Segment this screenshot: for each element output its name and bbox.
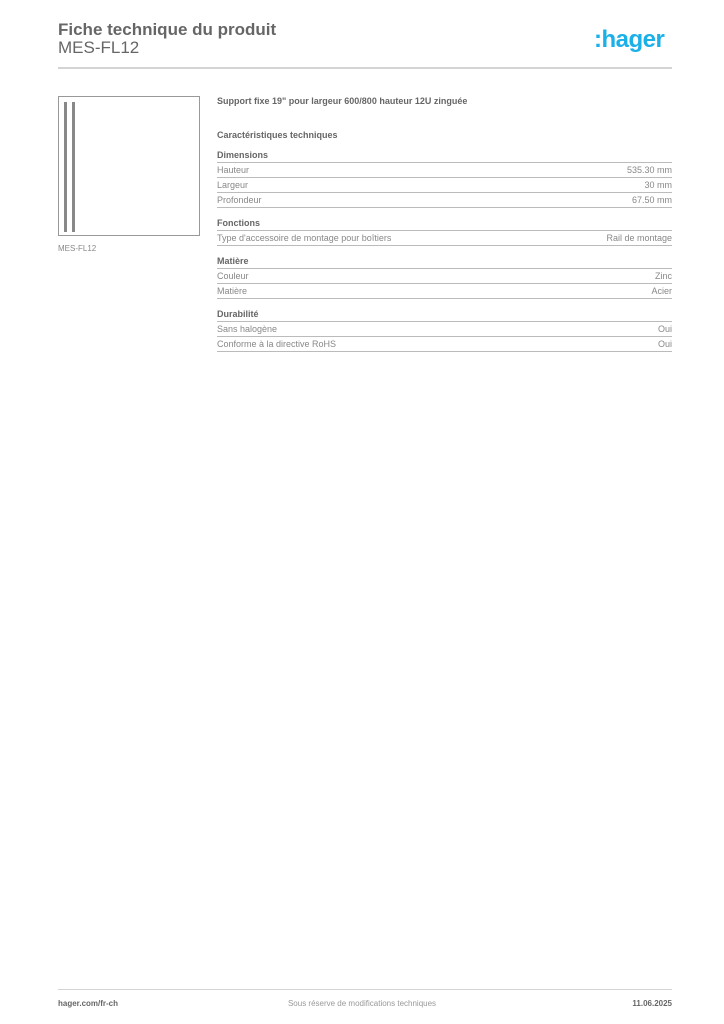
spec-label: Couleur [217, 271, 249, 281]
spec-group-dimensions: Dimensions Hauteur 535.30 mm Largeur 30 mm… [217, 150, 672, 208]
spec-value: 67.50 mm [631, 195, 672, 205]
group-title: Matière [217, 256, 672, 269]
spec-label: Largeur [217, 180, 249, 190]
spec-value: Oui [657, 339, 672, 349]
spec-label: Conforme à la directive RoHS [217, 339, 337, 349]
spec-content: Support fixe 19" pour largeur 600/800 ha… [217, 96, 672, 352]
spec-row: Sans halogène Oui [217, 322, 672, 337]
spec-label: Matière [217, 286, 248, 296]
spec-label: Sans halogène [217, 324, 278, 334]
footer-disclaimer: Sous réserve de modifications techniques [287, 999, 437, 1008]
section-title: Caractéristiques techniques [217, 130, 338, 140]
spec-group-fonctions: Fonctions Type d'accessoire de montage p… [217, 218, 672, 246]
footer-website-link[interactable]: hager.com/fr-ch [58, 999, 119, 1008]
hager-logo: :hager [594, 26, 665, 53]
product-code: MES-FL12 [58, 38, 140, 57]
spec-row: Largeur 30 mm [217, 178, 672, 193]
spec-row: Matière Acier [217, 284, 672, 299]
spec-value: 535.30 mm [626, 165, 672, 175]
spec-value: Acier [651, 286, 672, 296]
spec-row: Type d'accessoire de montage pour boîtie… [217, 231, 672, 246]
group-title: Fonctions [217, 218, 672, 231]
product-description: Support fixe 19" pour largeur 600/800 ha… [217, 96, 468, 106]
product-image-caption: MES-FL12 [58, 244, 97, 253]
spec-value: Rail de montage [606, 233, 672, 243]
group-title: Durabilité [217, 309, 672, 322]
header-divider [58, 67, 672, 69]
spec-row: Hauteur 535.30 mm [217, 163, 672, 178]
spec-value: 30 mm [644, 180, 672, 190]
spec-row: Couleur Zinc [217, 269, 672, 284]
page-title: Fiche technique du produit [58, 20, 277, 39]
spec-value: Oui [657, 324, 672, 334]
spec-label: Hauteur [217, 165, 250, 175]
group-title: Dimensions [217, 150, 672, 163]
spec-label: Profondeur [217, 195, 262, 205]
rail-bar-icon [72, 102, 75, 232]
spec-row: Profondeur 67.50 mm [217, 193, 672, 208]
product-image [58, 96, 200, 236]
spec-value: Zinc [654, 271, 672, 281]
spec-row: Conforme à la directive RoHS Oui [217, 337, 672, 352]
footer-divider [58, 989, 672, 990]
spec-label: Type d'accessoire de montage pour boîtie… [217, 233, 392, 243]
footer-date: 11.06.2025 [632, 999, 672, 1008]
rail-bar-icon [64, 102, 67, 232]
